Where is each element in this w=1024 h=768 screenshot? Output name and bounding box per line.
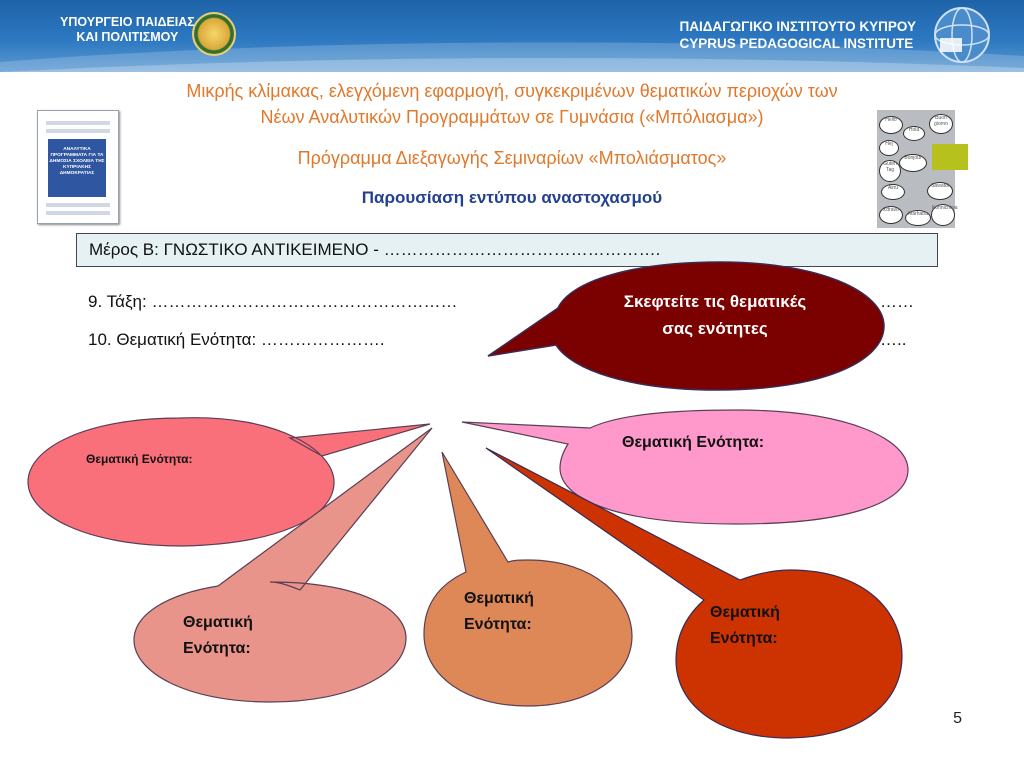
- institute-line1: ΠΑΙΔΑΓΩΓΙΚΟ ΙΝΣΤΙΤΟΥΤΟ ΚΥΠΡΟΥ: [679, 19, 916, 34]
- greeting-bubble: Marhaba: [905, 210, 931, 226]
- booklet-cover: ΑΝΑΛΥΤΙΚΑ ΠΡΟΓΡΑΜΜΑΤΑ ΓΙΑ ΤΑ ΔΗΜΟΣΙΑ ΣΧΟ…: [48, 139, 106, 197]
- greeting-tag: [932, 144, 968, 170]
- booklet-stripe: [46, 129, 110, 133]
- presentation-subtitle: Παρουσίαση εντύπου αναστοχασμού: [361, 188, 663, 207]
- greeting-bubble: Hello: [879, 116, 903, 134]
- title-block: Μικρής κλίμακας, ελεγχόμενη εφαρμογή, συ…: [60, 78, 964, 130]
- grade-field-dots-end: ……: [880, 292, 914, 311]
- bubble-bottom-right: [485, 447, 903, 739]
- curriculum-booklet-image: ΑΝΑΛΥΤΙΚΑ ΠΡΟΓΡΑΜΜΑΤΑ ΓΙΑ ΤΑ ΔΗΜΟΣΙΑ ΣΧΟ…: [37, 110, 119, 224]
- title-line1: Μικρής κλίμακας, ελεγχόμενη εφαρμογή, συ…: [186, 81, 838, 101]
- greeting-bubble: Sawatdi: [927, 182, 953, 200]
- greetings-image: Hello Hola Buon giorno Hej Bonjour Guten…: [877, 110, 968, 228]
- ministry-line2: ΚΑΙ ΠΟΛΙΤΙΣΜΟΥ: [76, 30, 179, 44]
- bubble-left: [27, 417, 431, 547]
- bubble-bottom-mid-text: Θεματική Ενότητα:: [464, 590, 534, 633]
- ministry-line1: ΥΠΟΥΡΓΕΙΟ ΠΑΙΔΕΙΑΣ: [60, 15, 195, 29]
- greeting-bubble: Hola: [903, 126, 925, 141]
- greeting-bubble: Ainu: [881, 184, 905, 200]
- callout-bubble: [487, 261, 885, 391]
- header-swoosh: [0, 42, 1024, 80]
- institute-name: ΠΑΙΔΑΓΩΓΙΚΟ ΙΝΣΤΙΤΟΥΤΟ ΚΥΠΡΟΥ CYPRUS PED…: [679, 18, 916, 52]
- thematic-unit-field-line: 10. Θεματική Ενότητα: ………………….: [88, 330, 385, 349]
- bubble-left-text: Θεματική Ενότητα:: [86, 452, 193, 466]
- ministry-name: ΥΠΟΥΡΓΕΙΟ ΠΑΙΔΕΙΑΣ ΚΑΙ ΠΟΛΙΤΙΣΜΟΥ: [60, 15, 195, 45]
- header-banner: ΥΠΟΥΡΓΕΙΟ ΠΑΙΔΕΙΑΣ ΚΑΙ ΠΟΛΙΤΙΣΜΟΥ ΠΑΙΔΑΓ…: [0, 0, 1024, 80]
- cyprus-seal-icon: [192, 12, 236, 56]
- page-number: 5: [953, 710, 962, 727]
- booklet-stripe: [46, 203, 110, 207]
- bubble-right-text: Θεματική Ενότητα:: [622, 434, 765, 451]
- booklet-stripe: [46, 121, 110, 125]
- greeting-bubble: Hej: [879, 140, 899, 156]
- bubble-bottom-left-text: Θεματική Ενότητα:: [183, 614, 253, 657]
- title-line2: Νέων Αναλυτικών Προγραμμάτων σε Γυμνάσια…: [260, 107, 764, 127]
- bubble-bottom-right-text: Θεματική Ενότητα:: [710, 604, 780, 647]
- section-b-label: Μέρος Β: ΓΝΩΣΤΙΚΟ ΑΝΤΙΚΕΙΜΕΝΟ - ………………………: [89, 240, 661, 259]
- greeting-bubble: Bonjour: [899, 154, 927, 172]
- greeting-bubble: Guten Tag: [879, 160, 901, 182]
- booklet-stripe: [46, 211, 110, 215]
- callout-text: Σκεφτείτε τις θεματικές σας ενότητες: [623, 292, 807, 338]
- greeting-bubble: Konnichiwa: [931, 204, 958, 226]
- bubble-right: [461, 409, 909, 525]
- bubble-bottom-mid: [423, 451, 633, 707]
- bubble-bottom-left: [133, 427, 433, 703]
- section-b-box: Μέρος Β: ΓΝΩΣΤΙΚΟ ΑΝΤΙΚΕΙΜΕΝΟ - ………………………: [76, 233, 938, 267]
- program-title: Πρόγραμμα Διεξαγωγής Σεμιναρίων «Μπολιάσ…: [297, 148, 727, 168]
- institute-line2: CYPRUS PEDAGOGICAL INSTITUTE: [679, 36, 914, 51]
- greeting-bubble: Zdravo: [879, 206, 903, 224]
- greeting-bubble: Buon giorno: [929, 114, 953, 134]
- thematic-unit-field-dots-end: …..: [880, 330, 907, 349]
- institute-logo-icon: [934, 7, 990, 63]
- grade-field-line: 9. Τάξη: ………………………………………………: [88, 292, 458, 311]
